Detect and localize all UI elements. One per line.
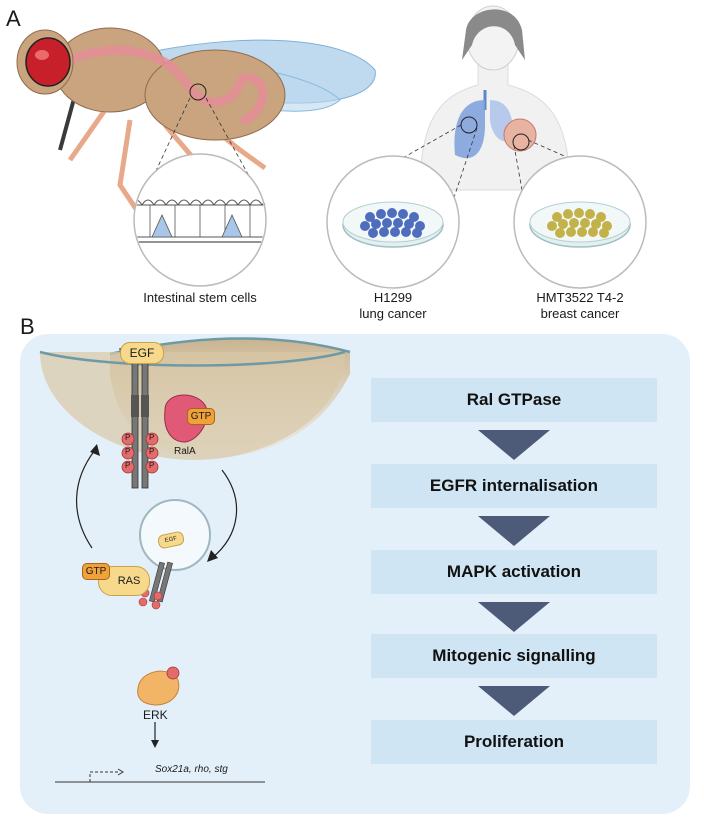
transcription-start bbox=[89, 771, 120, 782]
ras-label: RAS bbox=[117, 575, 141, 587]
panel-b-letter: B bbox=[20, 314, 35, 339]
caption-lung-cancer: H1299 lung cancer bbox=[333, 290, 453, 322]
rala-label: RalA bbox=[174, 446, 196, 457]
egf-label: EGF bbox=[129, 346, 155, 360]
gtp-label-ras: GTP bbox=[85, 566, 107, 577]
human-figure-illustration bbox=[419, 5, 571, 191]
flow-step-egfr-internalisation: EGFR internalisation bbox=[371, 464, 657, 508]
erk-phospho bbox=[166, 666, 180, 680]
flow-step-mitogenic-signalling: Mitogenic signalling bbox=[371, 634, 657, 678]
internalisation-arrow bbox=[211, 469, 238, 559]
flow-arrow-2 bbox=[478, 516, 550, 546]
caption-breast-cancer: HMT3522 T4-2 breast cancer bbox=[515, 290, 645, 322]
gtp-badge-ras: GTP bbox=[82, 563, 110, 580]
erk-label: ERK bbox=[143, 708, 168, 722]
fruit-fly-illustration bbox=[16, 27, 376, 217]
flow-step-mapk-activation: MAPK activation bbox=[371, 550, 657, 594]
gtp-label-rala: GTP bbox=[190, 411, 212, 422]
target-genes-label: Sox21a, rho, stg bbox=[155, 764, 228, 775]
signalling-schematic-detail bbox=[39, 347, 346, 783]
gtp-badge-rala: GTP bbox=[187, 408, 215, 425]
lung-cancer-culture-dish bbox=[326, 155, 460, 289]
caption-breast-cell-line: HMT3522 T4-2 bbox=[536, 290, 624, 305]
egf-ligand: EGF bbox=[120, 342, 164, 364]
recycling-arrow bbox=[75, 449, 96, 549]
caption-breast-tissue: breast cancer bbox=[540, 306, 620, 321]
phospho-label: P bbox=[149, 433, 155, 442]
phospho-label: P bbox=[125, 461, 131, 470]
phospho-label: P bbox=[125, 447, 131, 456]
caption-intestinal-stem-cells: Intestinal stem cells bbox=[143, 290, 257, 305]
phospho-label: P bbox=[125, 433, 131, 442]
caption-lung-tissue: lung cancer bbox=[359, 306, 427, 321]
caption-lung-cell-line: H1299 bbox=[373, 290, 413, 305]
erk-protein bbox=[137, 670, 180, 706]
intestinal-epithelium-zoom bbox=[133, 153, 267, 287]
phospho-label: P bbox=[149, 461, 155, 470]
breast-cancer-culture-dish bbox=[513, 155, 647, 289]
flow-arrow-3 bbox=[478, 602, 550, 632]
phospho-sites bbox=[121, 432, 159, 474]
egf-small-label: EGF bbox=[164, 535, 178, 545]
panel-a-letter: A bbox=[6, 6, 21, 31]
flow-arrow-1 bbox=[478, 430, 550, 460]
phospho-label: P bbox=[149, 447, 155, 456]
flow-arrow-4 bbox=[478, 686, 550, 716]
flow-step-ral-gtpase: Ral GTPase bbox=[371, 378, 657, 422]
egf-receptor-internalised bbox=[138, 561, 173, 610]
panel-a-illustration bbox=[16, 5, 647, 289]
flow-step-proliferation: Proliferation bbox=[371, 720, 657, 764]
